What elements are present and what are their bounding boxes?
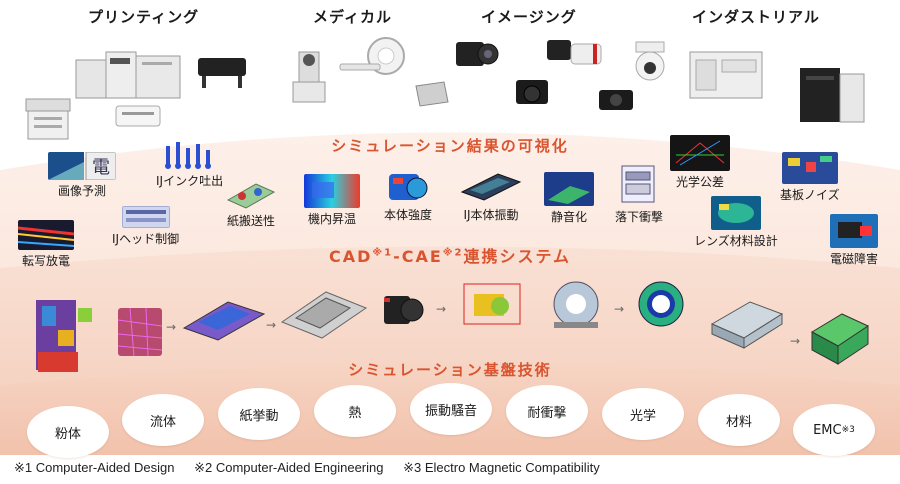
- tech-fluid: 流体: [122, 394, 204, 446]
- camera-fem-image: [463, 283, 521, 325]
- visualization-section-title: シミュレーション結果の可視化: [331, 137, 569, 155]
- scanner-ring-fem-image: [638, 281, 684, 327]
- em-interference-icon: [830, 214, 878, 248]
- internal-heating-icon: [304, 174, 360, 208]
- vis-item-label: レンズ材料設計: [694, 234, 778, 248]
- arrow-icon: →: [436, 302, 447, 316]
- tech-impact-resistance: 耐衝撃: [506, 385, 588, 437]
- vis-item-label: IJヘッド制御: [112, 232, 180, 246]
- tech-vibration-noise: 振動騒音: [410, 383, 492, 435]
- semiconductor-equipment-image: [800, 68, 865, 123]
- vis-item-board-noise: 基板ノイズ: [780, 152, 840, 203]
- category-printing: プリンティング: [88, 8, 200, 26]
- lithography-system-image: [689, 51, 763, 99]
- vis-item-optical-tolerance: 光学公差: [670, 135, 730, 190]
- vis-item-label: 静音化: [550, 210, 587, 224]
- production-printer-image: [75, 51, 181, 99]
- vis-item-noise-reduction: 静音化: [544, 172, 594, 225]
- footnote-1: ※1 Computer-Aided Design: [14, 460, 175, 475]
- vis-item-label: 本体強度: [384, 208, 433, 222]
- vis-item-transfer-discharge: 転写放電: [18, 220, 74, 269]
- cad-assembly-model-image: [36, 300, 92, 372]
- eye-exam-device-image: [292, 51, 326, 103]
- optical-tolerance-icon: [670, 135, 730, 171]
- tech-powder: 粉体: [27, 406, 109, 458]
- vis-item-paper-transport: 紙搬送性: [226, 180, 276, 229]
- vis-item-ink-ejection: IJインク吐出: [156, 140, 223, 189]
- inkjet-printer-image: [115, 105, 161, 127]
- cad-cae-section-title: CAD※1-CAE※2連携システム: [0, 243, 900, 267]
- footnote-2: ※2 Computer-Aided Engineering: [194, 460, 384, 475]
- camera-cad-image: [384, 296, 424, 324]
- scanner-ring-cad-image: [553, 281, 599, 328]
- category-industrial: インダストリアル: [692, 8, 820, 26]
- footnote-3: ※3 Electro Magnetic Compatibility: [403, 460, 600, 475]
- arrow-icon: →: [266, 318, 277, 332]
- noise-reduction-icon: [544, 172, 594, 206]
- vis-item-label: 画像予測: [57, 184, 106, 198]
- network-camera-image: [635, 41, 665, 81]
- foundation-section-title: シミュレーション基盤技術: [348, 361, 552, 379]
- vis-item-label: 転写放電: [21, 254, 70, 268]
- tech-emc-label: EMC: [813, 422, 842, 438]
- ct-scanner-image: [339, 37, 405, 75]
- arrow-icon: →: [166, 320, 177, 334]
- tech-paper-behavior: 紙挙動: [218, 388, 300, 440]
- industrial-unit-fem-image: [810, 313, 870, 365]
- footnote-ref-2: ※2: [442, 247, 464, 259]
- vis-item-lens-material: レンズ材料設計: [694, 196, 778, 249]
- cae-label: -CAE: [393, 247, 443, 266]
- vis-item-label: 紙搬送性: [226, 214, 275, 228]
- vis-item-label: 光学公差: [675, 175, 724, 189]
- board-noise-icon: [781, 152, 838, 184]
- category-medical: メディカル: [313, 8, 392, 26]
- drop-impact-icon: [621, 165, 655, 203]
- vis-item-label: 電磁障害: [830, 252, 879, 266]
- dslr-camera-image: [516, 80, 548, 104]
- tech-materials: 材料: [698, 394, 780, 446]
- cinema-camera-image: [456, 42, 499, 66]
- paper-transport-icon: [226, 183, 276, 209]
- vis-item-label: IJインク吐出: [156, 174, 224, 188]
- tech-heat: 熱: [314, 385, 396, 437]
- ink-ejection-icon: [164, 142, 211, 169]
- telephoto-lens-image: [547, 40, 602, 65]
- linkage-system-label: 連携システム: [463, 247, 571, 266]
- image-prediction-icon: 電: [48, 152, 116, 180]
- vis-item-body-strength: 本体強度: [384, 168, 432, 223]
- cad-label: CAD: [328, 247, 373, 266]
- vis-item-label: 基板ノイズ: [780, 188, 840, 202]
- footnote-ref-3: ※3: [841, 425, 855, 435]
- lens-material-icon: [710, 196, 761, 230]
- tech-emc: EMC※3: [793, 404, 875, 456]
- category-imaging: イメージング: [481, 8, 577, 26]
- mesh-model-image: [118, 308, 162, 356]
- xray-detector-image: [415, 81, 449, 107]
- vis-item-label: 落下衝撃: [614, 210, 663, 224]
- vis-item-image-prediction: 電 画像予測: [48, 152, 116, 199]
- tech-optics: 光学: [602, 388, 684, 440]
- industrial-unit-cad-image: [710, 301, 784, 349]
- large-format-printer-image: [198, 58, 246, 88]
- footnotes: ※1 Computer-Aided Design ※2 Computer-Aid…: [14, 460, 600, 476]
- body-strength-icon: [389, 174, 428, 200]
- vis-item-ij-head-control: IJヘッド制御: [112, 206, 179, 247]
- mechanism-mesh-image: [280, 291, 368, 339]
- arrow-icon: →: [614, 302, 625, 316]
- vis-item-ij-body-vibration: IJ本体振動: [458, 168, 524, 223]
- ij-head-control-icon: [121, 206, 170, 228]
- vis-item-em-interference: 電磁障害: [830, 214, 878, 267]
- svg-text:電: 電: [92, 157, 110, 178]
- office-mfp-image: [25, 98, 71, 140]
- transfer-discharge-icon: [18, 220, 74, 250]
- vis-item-drop-impact: 落下衝撃: [614, 162, 664, 225]
- vis-item-label: IJ本体振動: [463, 208, 519, 222]
- vis-item-internal-heating: 機内昇温: [304, 174, 360, 227]
- footnote-ref-1: ※1: [372, 247, 394, 259]
- compact-camera-image: [599, 90, 633, 110]
- ij-body-vibration-icon: [460, 173, 522, 201]
- mechanism-cad-image: [182, 301, 266, 341]
- arrow-icon: →: [790, 334, 801, 348]
- vis-item-label: 機内昇温: [307, 212, 356, 226]
